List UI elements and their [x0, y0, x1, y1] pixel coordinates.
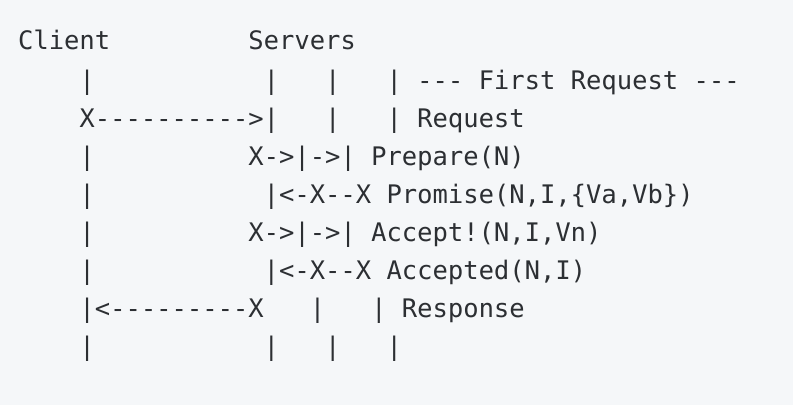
- diagram-row-accepted: | |<-X--X Accepted(N,I): [18, 256, 587, 286]
- diagram-row-accept: | X->|->| Accept!(N,I,Vn): [18, 218, 602, 248]
- diagram-row-request: X---------->| | | Request: [18, 104, 525, 134]
- ascii-art-block: Client Servers | | | | --- First Request…: [18, 22, 740, 366]
- diagram-row-response: |<---------X | | Response: [18, 294, 525, 324]
- diagram-row-promise: | |<-X--X Promise(N,I,{Va,Vb}): [18, 180, 694, 210]
- diagram-row-lifelines-bottom: | | | |: [18, 332, 402, 362]
- diagram-row-prepare: | X->|->| Prepare(N): [18, 142, 525, 172]
- diagram-row-lifelines-top: | | | | --- First Request ---: [18, 66, 740, 96]
- diagram-header-row: Client Servers: [18, 26, 356, 56]
